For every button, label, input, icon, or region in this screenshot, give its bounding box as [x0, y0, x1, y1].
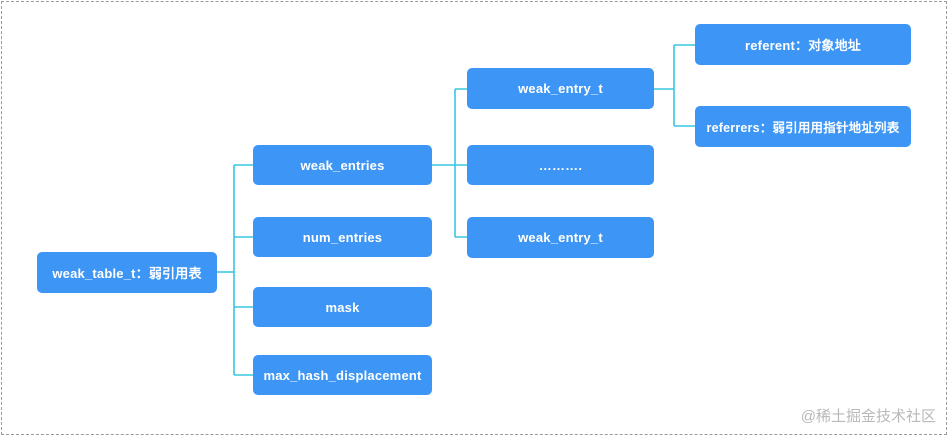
entry-weak-entry-first: weak_entry_t: [467, 68, 654, 109]
root-node-weak-table: weak_table_t：弱引用表: [37, 252, 217, 293]
field-mask: mask: [253, 287, 432, 327]
connector-entries: [432, 88, 467, 238]
field-weak-entries: weak_entries: [253, 145, 432, 185]
entry-weak-entry-last: weak_entry_t: [467, 217, 654, 258]
entry-field-referrers: referrers：弱引用用指针地址列表: [695, 106, 911, 147]
connector-entry-fields: [654, 44, 695, 127]
entry-field-referent: referent：对象地址: [695, 24, 911, 65]
field-max-hash-displacement: max_hash_displacement: [253, 355, 432, 395]
entry-ellipsis: ……….: [467, 145, 654, 185]
field-num-entries: num_entries: [253, 217, 432, 257]
watermark-text: @稀土掘金技术社区: [800, 408, 936, 425]
connector-root-fields: [217, 164, 253, 376]
